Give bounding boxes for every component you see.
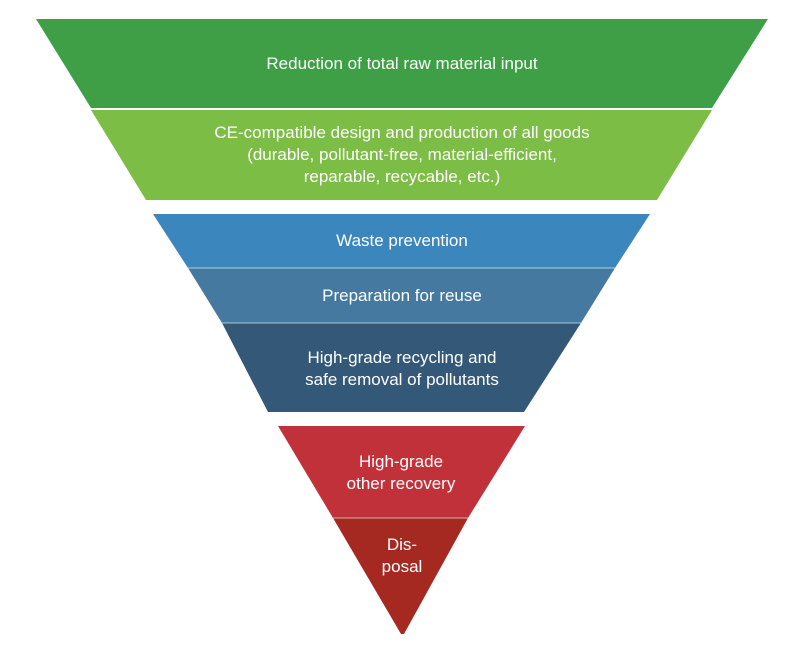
band-waste-prevention <box>153 214 650 268</box>
band-label-line: High-grade recycling and <box>307 347 497 367</box>
band-label-waste-prevention: Waste prevention <box>200 214 604 268</box>
band-raw-material-reduction <box>36 19 768 108</box>
band-label-line: Preparation for reuse <box>322 285 482 305</box>
band-label-line: CE-compatible design and production of a… <box>214 123 590 142</box>
band-label-raw-material-reduction: Reduction of total raw material input <box>100 19 704 108</box>
band-label-line: other recovery <box>346 474 456 493</box>
band-label-line: (durable, pollutant-free, material-effic… <box>247 145 557 164</box>
band-label-other-recovery: High-grade other recovery <box>300 428 502 518</box>
band-label-line: High-grade <box>358 452 444 471</box>
band-label-preparation-for-reuse: Preparation for reuse <box>220 268 584 323</box>
band-preparation-for-reuse <box>188 268 615 323</box>
band-other-recovery <box>278 426 525 518</box>
band-high-grade-recycling <box>222 323 581 412</box>
band-label-line: reparable, recycable, etc.) <box>303 167 501 186</box>
band-label-line: Reduction of total raw material input <box>266 53 538 73</box>
band-ce-design <box>91 110 712 200</box>
band-label-disposal: Dis- posal <box>340 524 464 588</box>
band-label-high-grade-recycling: High-grade recycling and safe removal of… <box>250 325 554 412</box>
band-disposal <box>333 518 468 634</box>
band-label-ce-design: CE-compatible design and production of a… <box>140 110 664 200</box>
band-label-line: safe removal of pollutants <box>305 369 499 389</box>
band-label-line: Dis- <box>386 535 418 554</box>
band-label-line: posal <box>381 557 423 576</box>
band-label-line: Waste prevention <box>336 231 468 250</box>
